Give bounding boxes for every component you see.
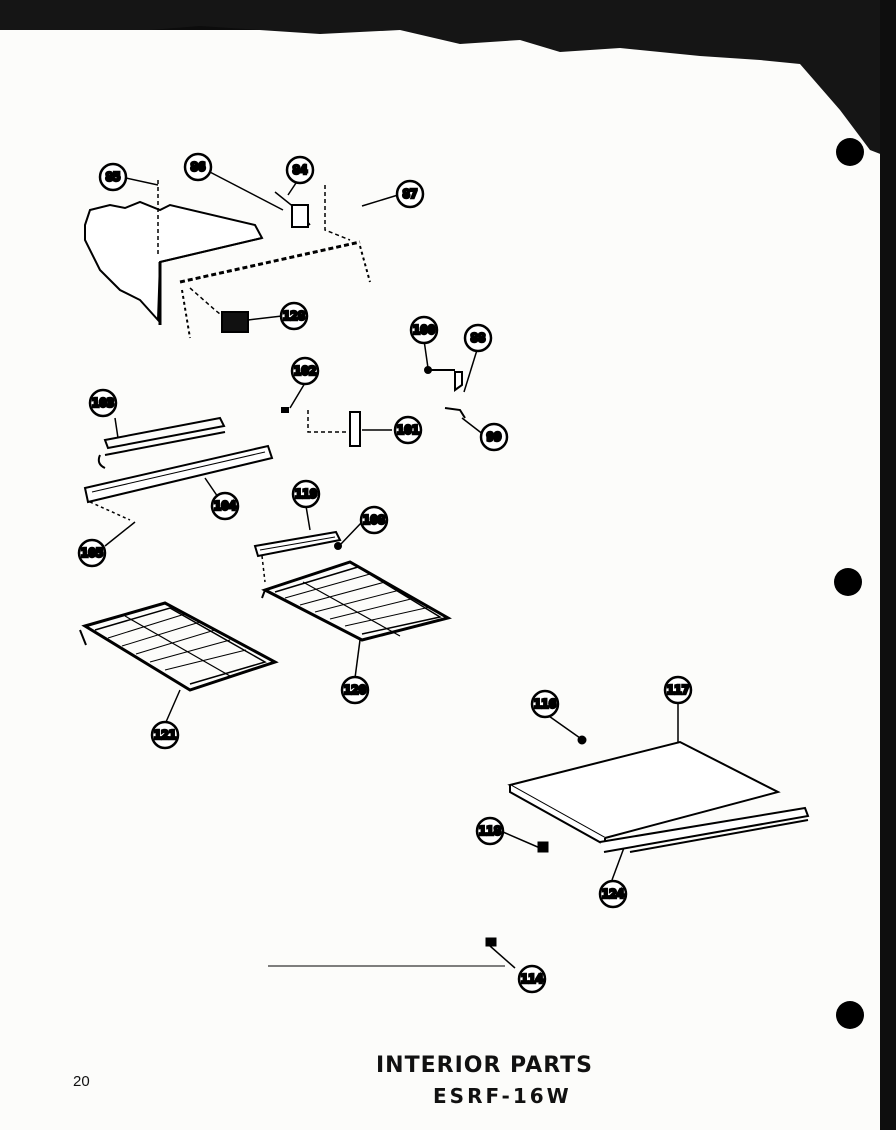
callout-label: 87	[402, 187, 417, 201]
callout-87: 87	[395, 179, 425, 209]
callout-99: 99	[479, 422, 509, 452]
callout-84: 84	[285, 155, 315, 185]
callout-121: 121	[150, 720, 180, 750]
callout-label: 101	[397, 423, 420, 437]
trim-strip	[253, 530, 342, 583]
callout-label: 114	[521, 972, 544, 986]
page-number: 20	[73, 1073, 90, 1090]
callout-label: 102	[294, 364, 317, 378]
callout-103: 103	[88, 388, 118, 418]
part-114	[268, 937, 505, 967]
model-number: ESRF-16W	[433, 1084, 572, 1108]
callout-label: 117	[667, 683, 690, 697]
callouts: 85 86 84 87 128 100 88 102 103 101 99 10…	[77, 152, 693, 994]
shelf-rails	[83, 416, 274, 521]
diagram-title: INTERIOR PARTS	[376, 1053, 593, 1078]
callout-label: 104	[214, 499, 237, 513]
callout-label: 119	[295, 487, 318, 501]
callout-label: 85	[105, 170, 120, 184]
wire-shelf-upper	[261, 560, 452, 642]
callout-label: 100	[413, 323, 436, 337]
callout-label: 128	[283, 309, 306, 323]
callout-101: 101	[393, 415, 423, 445]
callout-label: 120	[344, 683, 367, 697]
callout-88: 88	[463, 323, 493, 353]
callout-102: 102	[290, 356, 320, 386]
callout-label: 124	[602, 887, 625, 901]
wire-shelf-lower	[79, 601, 279, 692]
callout-label: 86	[190, 160, 205, 174]
callout-124: 124	[598, 879, 628, 909]
callout-label: 121	[154, 728, 177, 742]
callout-128: 128	[279, 301, 309, 331]
callout-85: 85	[98, 162, 128, 192]
callout-label: 84	[292, 163, 308, 177]
callout-116: 116	[530, 689, 560, 719]
callout-label: 108	[363, 513, 386, 527]
punch-holes	[834, 138, 864, 1029]
callout-104: 104	[210, 491, 240, 521]
callout-119: 119	[291, 479, 321, 509]
callout-100: 100	[409, 315, 439, 345]
bracket-assembly	[84, 180, 371, 339]
crisper-cover	[507, 735, 810, 853]
callout-105: 105	[77, 538, 107, 568]
callout-label: 103	[92, 396, 115, 410]
callout-114: 114	[517, 964, 547, 994]
callout-label: 105	[81, 546, 104, 560]
callout-117: 117	[663, 675, 693, 705]
callout-86: 86	[183, 152, 213, 182]
callout-118: 118	[475, 816, 505, 846]
callout-label: 116	[534, 697, 557, 711]
latch-parts	[281, 366, 466, 447]
callout-label: 88	[470, 331, 485, 345]
callout-label: 118	[479, 824, 502, 838]
callout-120: 120	[340, 675, 370, 705]
callout-108: 108	[359, 505, 389, 535]
callout-label: 99	[486, 430, 501, 444]
